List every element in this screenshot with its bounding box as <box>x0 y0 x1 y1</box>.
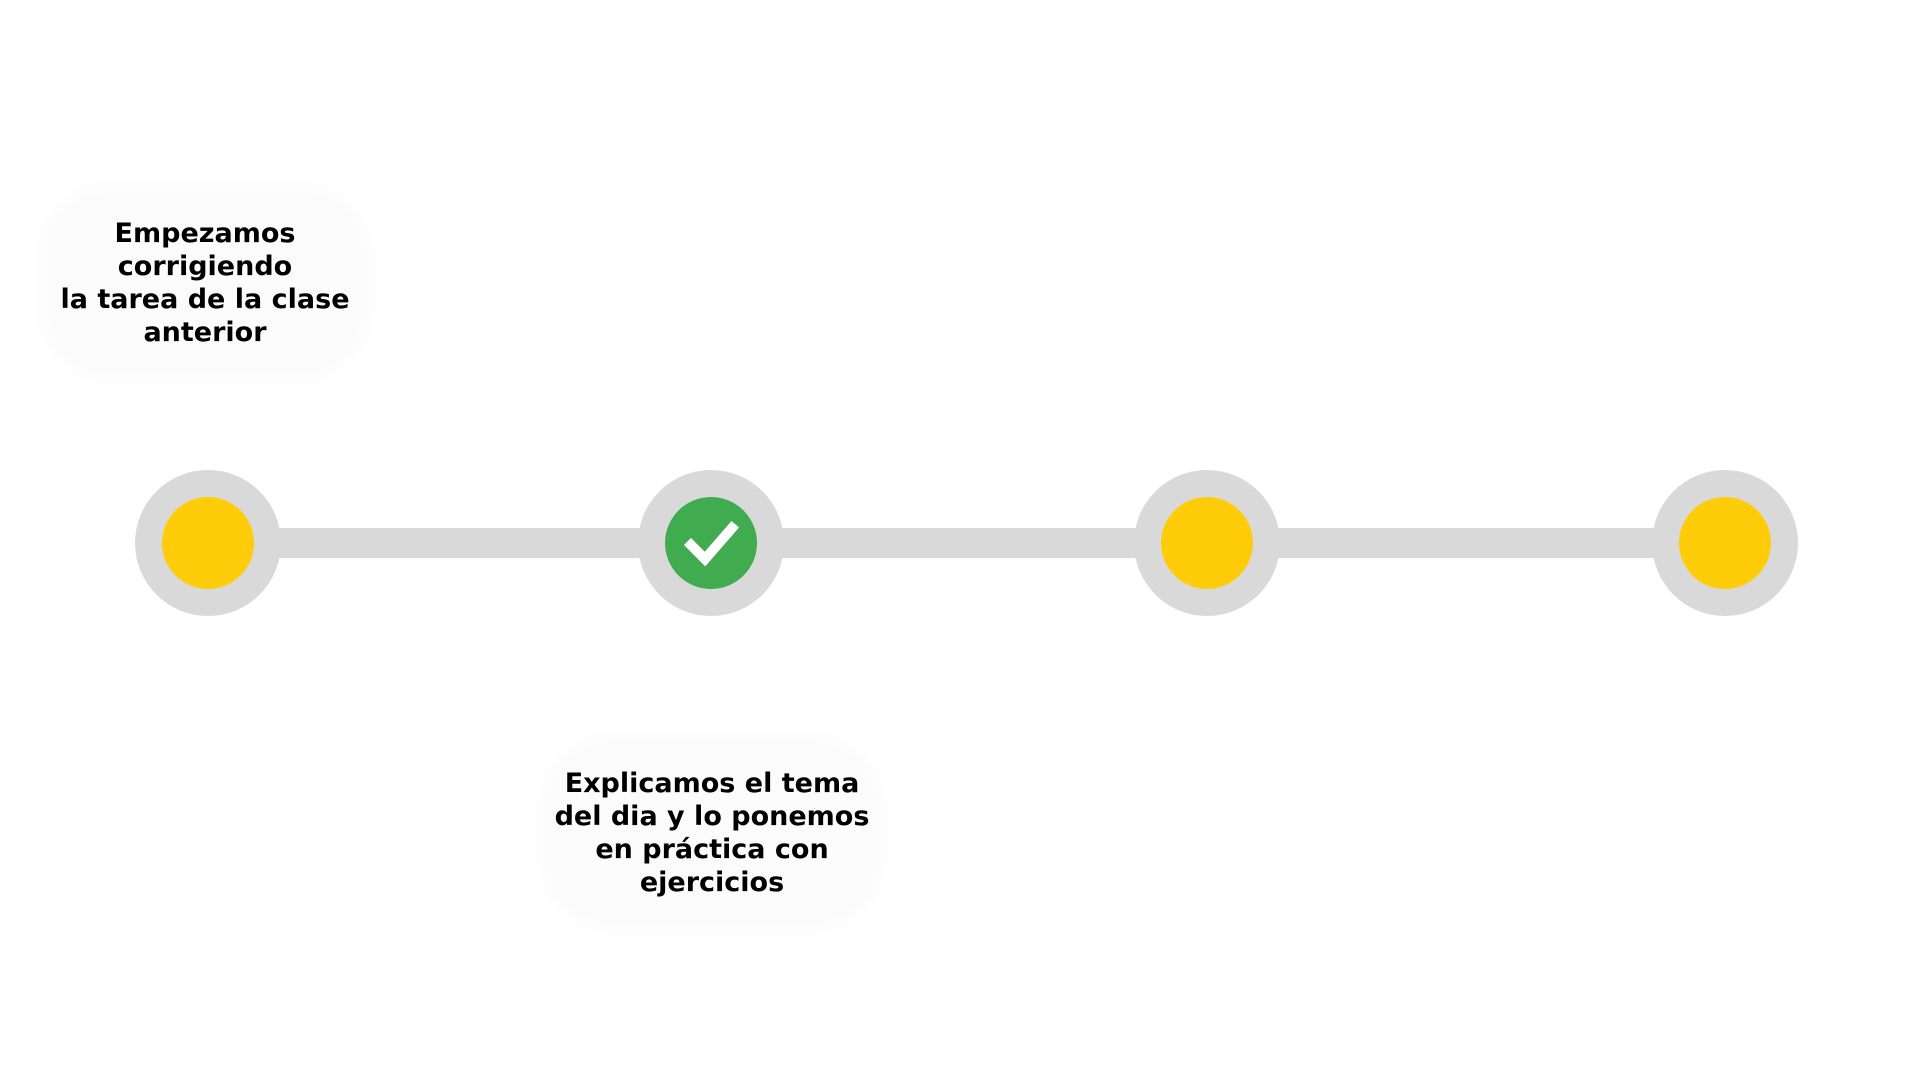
timeline-step-2 <box>638 470 784 616</box>
callout-text-line: ejercicios <box>639 866 785 898</box>
checkmark-icon <box>683 520 740 567</box>
callout-text-line: del dia y lo ponemos <box>554 800 870 832</box>
timeline-step-4 <box>1652 470 1798 616</box>
timeline-track <box>208 528 1726 558</box>
callout-text-line: Explicamos el tema <box>564 767 860 799</box>
step-3-pending-dot <box>1161 497 1253 589</box>
callout-text-line: en práctica con <box>595 833 829 865</box>
step-1-callout: Empezamos corrigiendo la tarea de la cla… <box>50 195 360 370</box>
step-2-done-badge <box>665 497 757 589</box>
step-1-pending-dot <box>162 497 254 589</box>
step-4-pending-dot <box>1679 497 1771 589</box>
timeline-step-3 <box>1134 470 1280 616</box>
step-2-callout: Explicamos el tema del dia y lo ponemos … <box>552 745 872 920</box>
callout-text-line: corrigiendo <box>117 250 293 282</box>
callout-text-line: anterior <box>143 316 267 348</box>
callout-text-line: Empezamos <box>114 217 296 249</box>
timeline-step-1 <box>135 470 281 616</box>
callout-text-line: la tarea de la clase <box>60 283 350 315</box>
